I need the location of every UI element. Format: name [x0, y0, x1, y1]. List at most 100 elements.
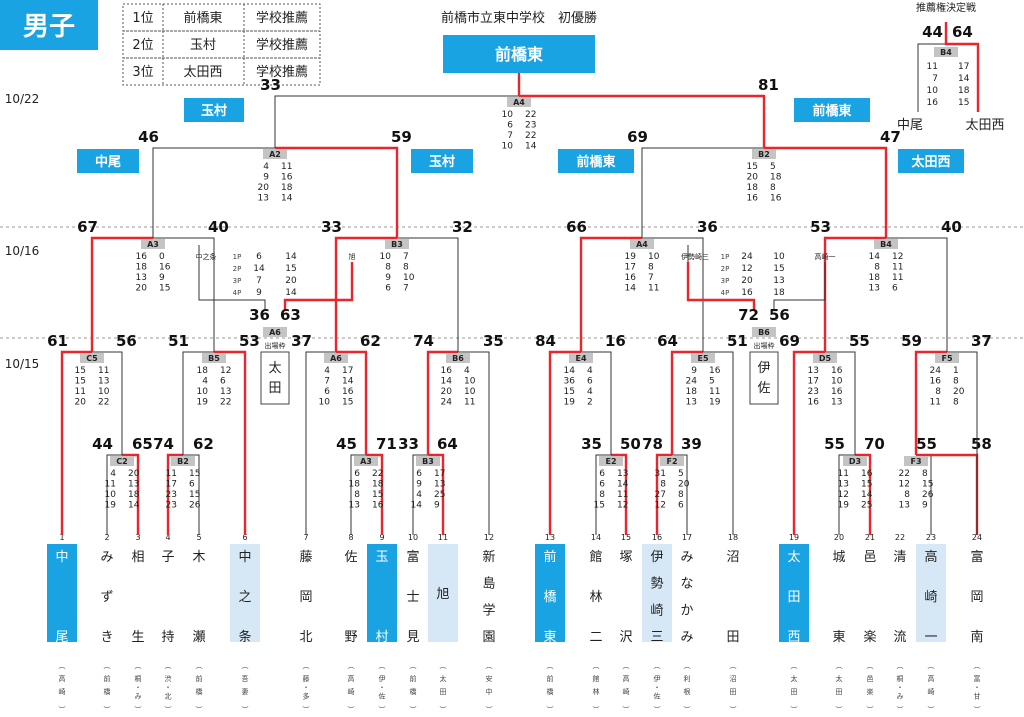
match-label: B4: [880, 240, 892, 249]
set-score-right: 22: [525, 131, 536, 141]
set-score-right: 10: [648, 252, 660, 262]
set-score-right: 17: [958, 62, 969, 72]
recommend-winner-path: [944, 22, 980, 112]
team-name-char: 佐: [344, 550, 357, 565]
school-char: ・: [379, 684, 386, 692]
playoff-label: A6: [269, 328, 281, 337]
team-name-char: 流: [893, 630, 906, 645]
school-paren: ︵: [974, 662, 981, 670]
set-score-right: 1: [953, 366, 959, 376]
set-score-right: 16: [281, 173, 293, 183]
school-paren: ︵: [730, 662, 737, 670]
score-left: 35: [581, 435, 602, 453]
score-left: 45: [336, 435, 357, 453]
school-char: 館: [593, 674, 600, 683]
score-right: 70: [864, 435, 885, 453]
match-label-bg: [446, 353, 470, 363]
team-highlight: [367, 544, 397, 642]
match-label: B2: [758, 150, 770, 159]
set-score-left: 14: [441, 377, 453, 387]
playoff-period: 3P: [721, 277, 730, 285]
match-label-bg: [354, 456, 378, 466]
set-score-left: 16: [930, 377, 942, 387]
standings-rank: 3位: [132, 65, 153, 80]
set-score-left: 6: [507, 121, 513, 131]
set-score-left: 6: [354, 469, 360, 479]
playoff-label-bg: [752, 327, 776, 337]
match-label-bg: [141, 239, 165, 249]
school-paren: ︵: [348, 662, 355, 670]
set-score-right: 17: [342, 366, 353, 376]
team-number: 12: [484, 533, 494, 542]
playoff-period-right: 15: [773, 264, 784, 274]
team-highlight: [428, 544, 458, 642]
school-char: 田: [440, 688, 447, 696]
team-name-char: 野: [344, 630, 357, 645]
school-char: 藤: [303, 674, 310, 683]
set-score-right: 15: [861, 480, 872, 490]
playoff-team-char: 伊: [757, 361, 770, 376]
bracket-arm: [641, 147, 887, 238]
set-score-left: 4: [324, 366, 330, 376]
winner-path: [823, 236, 886, 352]
set-score-left: 9: [416, 480, 422, 490]
school-char: 吾: [242, 675, 249, 683]
set-score-right: 22: [525, 110, 536, 120]
gender-badge: [0, 0, 98, 50]
set-score-right: 14: [617, 480, 629, 490]
winner-path: [366, 453, 384, 535]
match-label: E2: [605, 457, 616, 466]
school-char: 橋: [410, 687, 417, 696]
score-right: 40: [208, 218, 229, 236]
match-label-bg: [630, 239, 654, 249]
team-name-char: 城: [832, 550, 845, 565]
team-name-char: 見: [406, 630, 419, 645]
quarter-winner-1: 中尾: [95, 154, 121, 170]
playoff-period-left: 20: [741, 276, 753, 286]
bracket-arm: [824, 237, 948, 352]
standings-rank: 2位: [132, 38, 153, 53]
score-right: 59: [391, 128, 412, 146]
set-score-left: 12: [838, 490, 849, 500]
winner-path: [579, 236, 642, 352]
team-name-char: 藤: [299, 550, 312, 565]
score-left: 59: [901, 332, 922, 350]
set-score-right: 14: [861, 490, 873, 500]
set-score-left: 18: [686, 387, 698, 397]
set-score-right: 14: [128, 501, 140, 511]
gender-title: 男子: [23, 12, 75, 42]
team-highlight: [916, 544, 946, 642]
standings-team: 前橋東: [183, 10, 222, 26]
score-left: 37: [291, 332, 312, 350]
set-score-left: 10: [502, 110, 514, 120]
date-label-final: 10/22: [5, 92, 40, 106]
set-score-right: 12: [617, 501, 628, 511]
school-paren: ︶: [897, 705, 904, 714]
semifinal-winner-right-bg: [794, 98, 870, 122]
playoff-score-left: 72: [738, 306, 759, 324]
set-score-left: 11: [927, 62, 938, 72]
set-score-right: 4: [587, 387, 593, 397]
team-number: 6: [242, 533, 247, 542]
score-right: 55: [849, 332, 870, 350]
set-score-left: 18: [197, 366, 209, 376]
school-paren: ︵: [196, 662, 203, 670]
score-left: 55: [824, 435, 845, 453]
winner-path: [428, 453, 445, 535]
team-number: 11: [438, 533, 448, 542]
set-score-right: 16: [372, 501, 384, 511]
match-label: D5: [819, 354, 832, 363]
champion-caption: 前橋市立東中学校 初優勝: [441, 10, 597, 26]
team-name-char: 相: [131, 550, 144, 565]
set-score-left: 9: [691, 366, 697, 376]
set-score-left: 10: [197, 387, 209, 397]
set-score-right: 18: [372, 480, 384, 490]
school-char: 渋: [165, 674, 172, 683]
set-score-left: 4: [416, 490, 422, 500]
school-paren: ︶: [547, 705, 554, 714]
school-char: 崎: [348, 687, 355, 696]
set-score-right: 14: [342, 377, 354, 387]
recommend-right-team: 太田西: [965, 118, 1004, 133]
set-score-right: 8: [678, 490, 684, 500]
winner-path: [426, 350, 458, 455]
